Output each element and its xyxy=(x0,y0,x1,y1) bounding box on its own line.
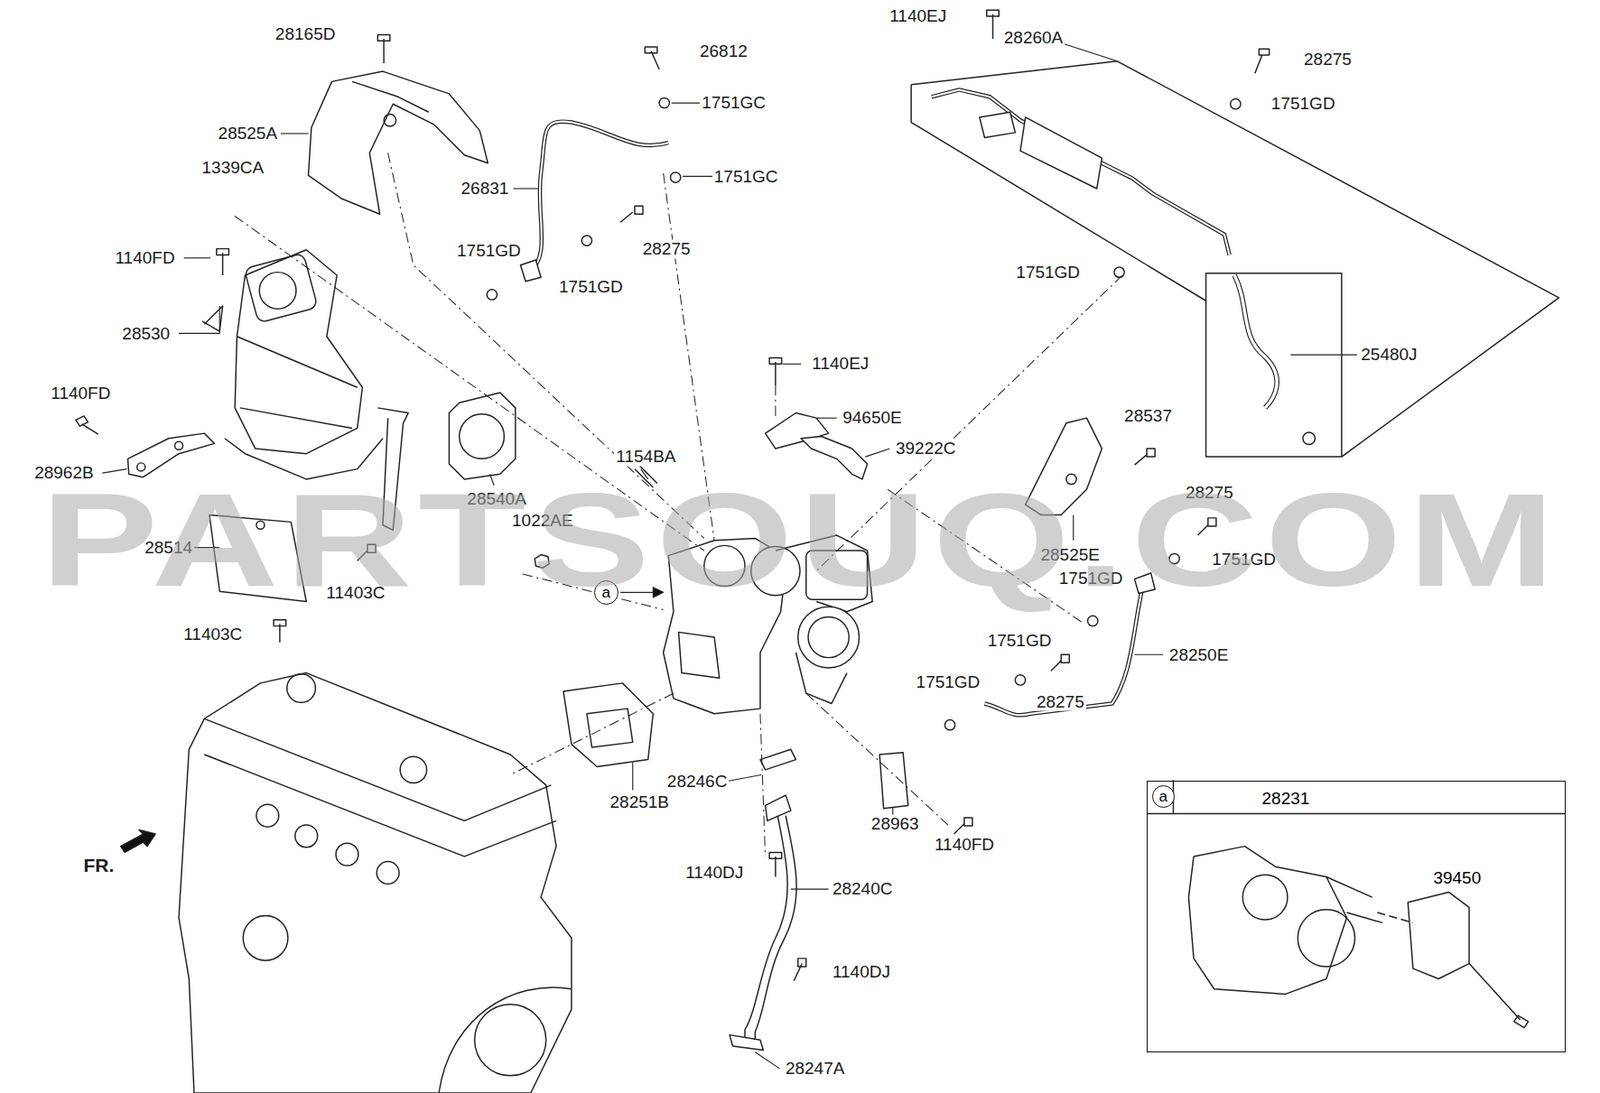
callout-number: 39450 xyxy=(1431,869,1483,889)
callout-number: 1140FD xyxy=(932,835,996,855)
callout-number: 28963 xyxy=(869,815,921,835)
callout-number: 1140DJ xyxy=(683,864,745,884)
callout-number: 28514 xyxy=(142,538,195,558)
callout-number: 11403C xyxy=(324,583,387,603)
callout-number: 1751GD xyxy=(1013,262,1082,282)
callout-number: 28525E xyxy=(1038,545,1102,565)
callout-number: 94650E xyxy=(840,409,904,428)
callout-number: 1751GD xyxy=(455,241,523,261)
callout-circle: a xyxy=(1152,785,1175,809)
assembly-number: 28231 xyxy=(1260,790,1312,810)
callout-number: 1751GD xyxy=(914,673,983,693)
callout-number: 28247A xyxy=(783,1060,847,1080)
callout-number: 26831 xyxy=(459,179,512,199)
callout-number: 1022AE xyxy=(510,511,576,531)
callout-number: 1140DJ xyxy=(830,963,893,983)
callout-number: 39222C xyxy=(893,439,959,459)
callout-number: 28240C xyxy=(830,880,895,900)
callout-letter: a xyxy=(1159,789,1168,805)
callout-number: 1751GD xyxy=(557,277,625,297)
callout-number: 1751GC xyxy=(699,93,768,113)
callout-number: 28537 xyxy=(1122,407,1174,427)
callout-number: 11403C xyxy=(181,624,244,644)
callout-number: 1140EJ xyxy=(887,7,949,27)
callout-letter: a xyxy=(602,585,611,601)
callout-number: 28250E xyxy=(1167,645,1231,665)
callout-number: 28275 xyxy=(641,239,693,259)
callout-number: 28275 xyxy=(1183,483,1236,503)
callout-circle: a xyxy=(594,580,619,605)
callout-number: 1140FD xyxy=(112,248,177,268)
callout-number: 28165D xyxy=(273,25,338,45)
callout-number: 28246C xyxy=(665,772,730,791)
callout-number: 28260A xyxy=(1002,27,1066,47)
callout-number: 1140EJ xyxy=(809,354,871,374)
callout-number: 1751GD xyxy=(986,631,1054,651)
callout-number: 28530 xyxy=(120,324,172,344)
callout-number: 28275 xyxy=(1034,692,1087,712)
callout-number: 26812 xyxy=(697,41,750,61)
watermark: PARTSOUQ.COM xyxy=(40,474,1562,607)
callout-number: 28540A xyxy=(465,489,529,509)
callout-number: 28251B xyxy=(608,793,672,813)
callout-number: 1140FD xyxy=(48,384,112,404)
callout-number: 1751GD xyxy=(1057,568,1126,588)
direction-label: FR. xyxy=(81,855,116,877)
detail-box: 28231 39450 a xyxy=(1146,781,1565,1054)
callout-number: 28962B xyxy=(32,464,96,484)
callout-number: 1154BA xyxy=(613,447,678,467)
callout-number: 25480J xyxy=(1358,345,1419,365)
callout-number: 28275 xyxy=(1302,49,1354,69)
callout-number: 1339CA xyxy=(200,158,267,178)
callout-number: 28525A xyxy=(216,124,280,144)
callout-number: 1751GD xyxy=(1209,550,1278,570)
callout-number: 1751GD xyxy=(1269,94,1338,114)
callout-number: 1751GC xyxy=(712,167,781,187)
